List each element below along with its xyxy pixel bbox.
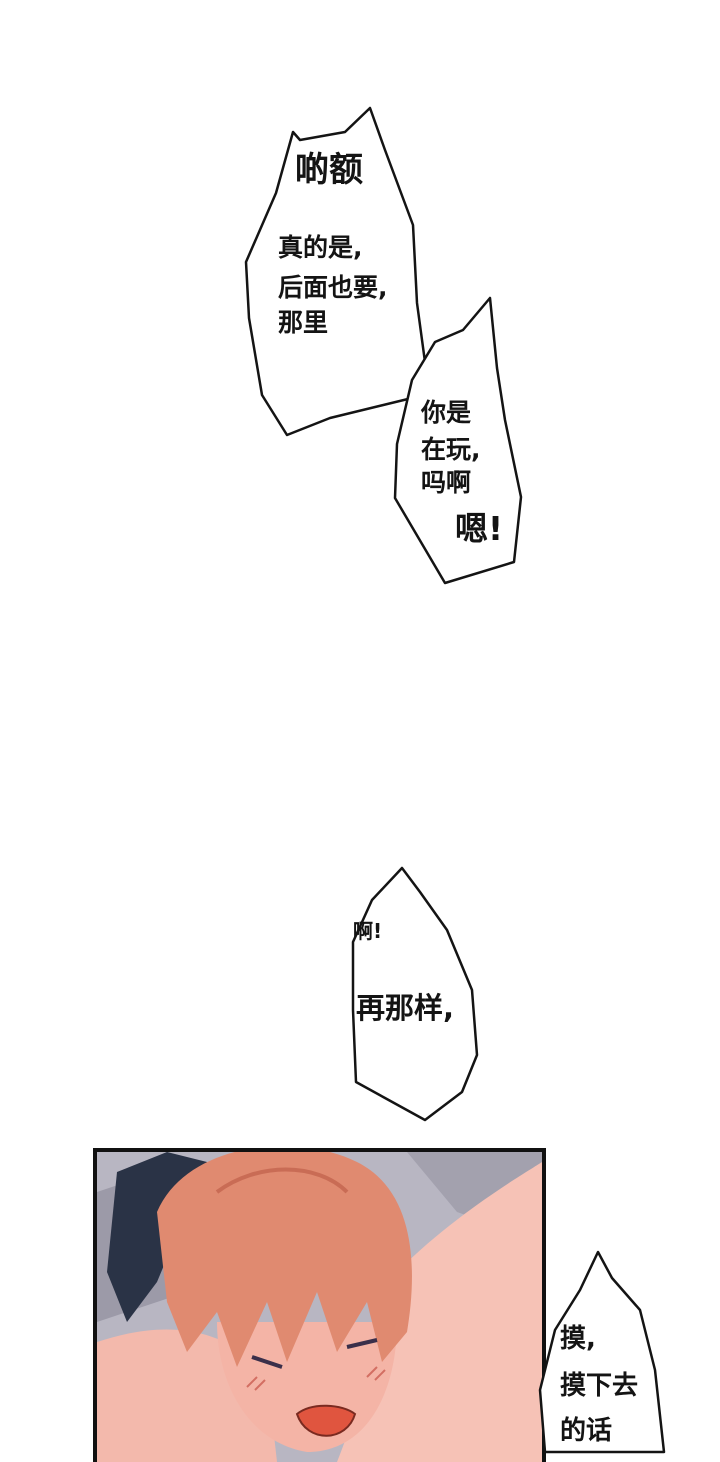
bubble1-line4: 那里 <box>278 308 329 337</box>
bubble2-line1: 你是 <box>421 398 472 427</box>
bubble4-line2: 摸下去 <box>560 1371 639 1401</box>
bubble2-line2: 在玩, <box>421 435 481 464</box>
bubble2-line4: 嗯! <box>455 509 504 548</box>
bubble4-line3: 的话 <box>560 1416 613 1446</box>
manga-panel <box>93 1148 546 1462</box>
bubble1-line3: 后面也要, <box>278 273 388 302</box>
bubble4-line1: 摸, <box>560 1324 596 1354</box>
bubble1-line2: 真的是, <box>278 233 363 262</box>
bubble1-line1: 啲额 <box>295 150 363 190</box>
bubble2-line3: 吗啊 <box>421 468 472 497</box>
bubble3-line2: 再那样, <box>356 991 455 1025</box>
bubble3-line1: 啊! <box>353 919 383 943</box>
panel-illustration <box>97 1152 542 1462</box>
